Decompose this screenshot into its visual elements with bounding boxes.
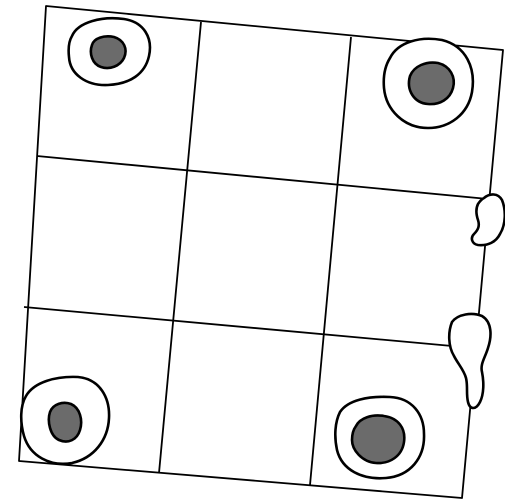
cell-bottom-left (21, 377, 109, 464)
cell-bottom-right (335, 397, 424, 478)
cell-nucleus (352, 415, 404, 463)
cell-top-left (69, 18, 150, 85)
cell-top-right (384, 39, 473, 128)
cell-nucleus (91, 36, 126, 68)
cell-nucleus (49, 403, 81, 442)
cell-nucleus (409, 63, 454, 105)
